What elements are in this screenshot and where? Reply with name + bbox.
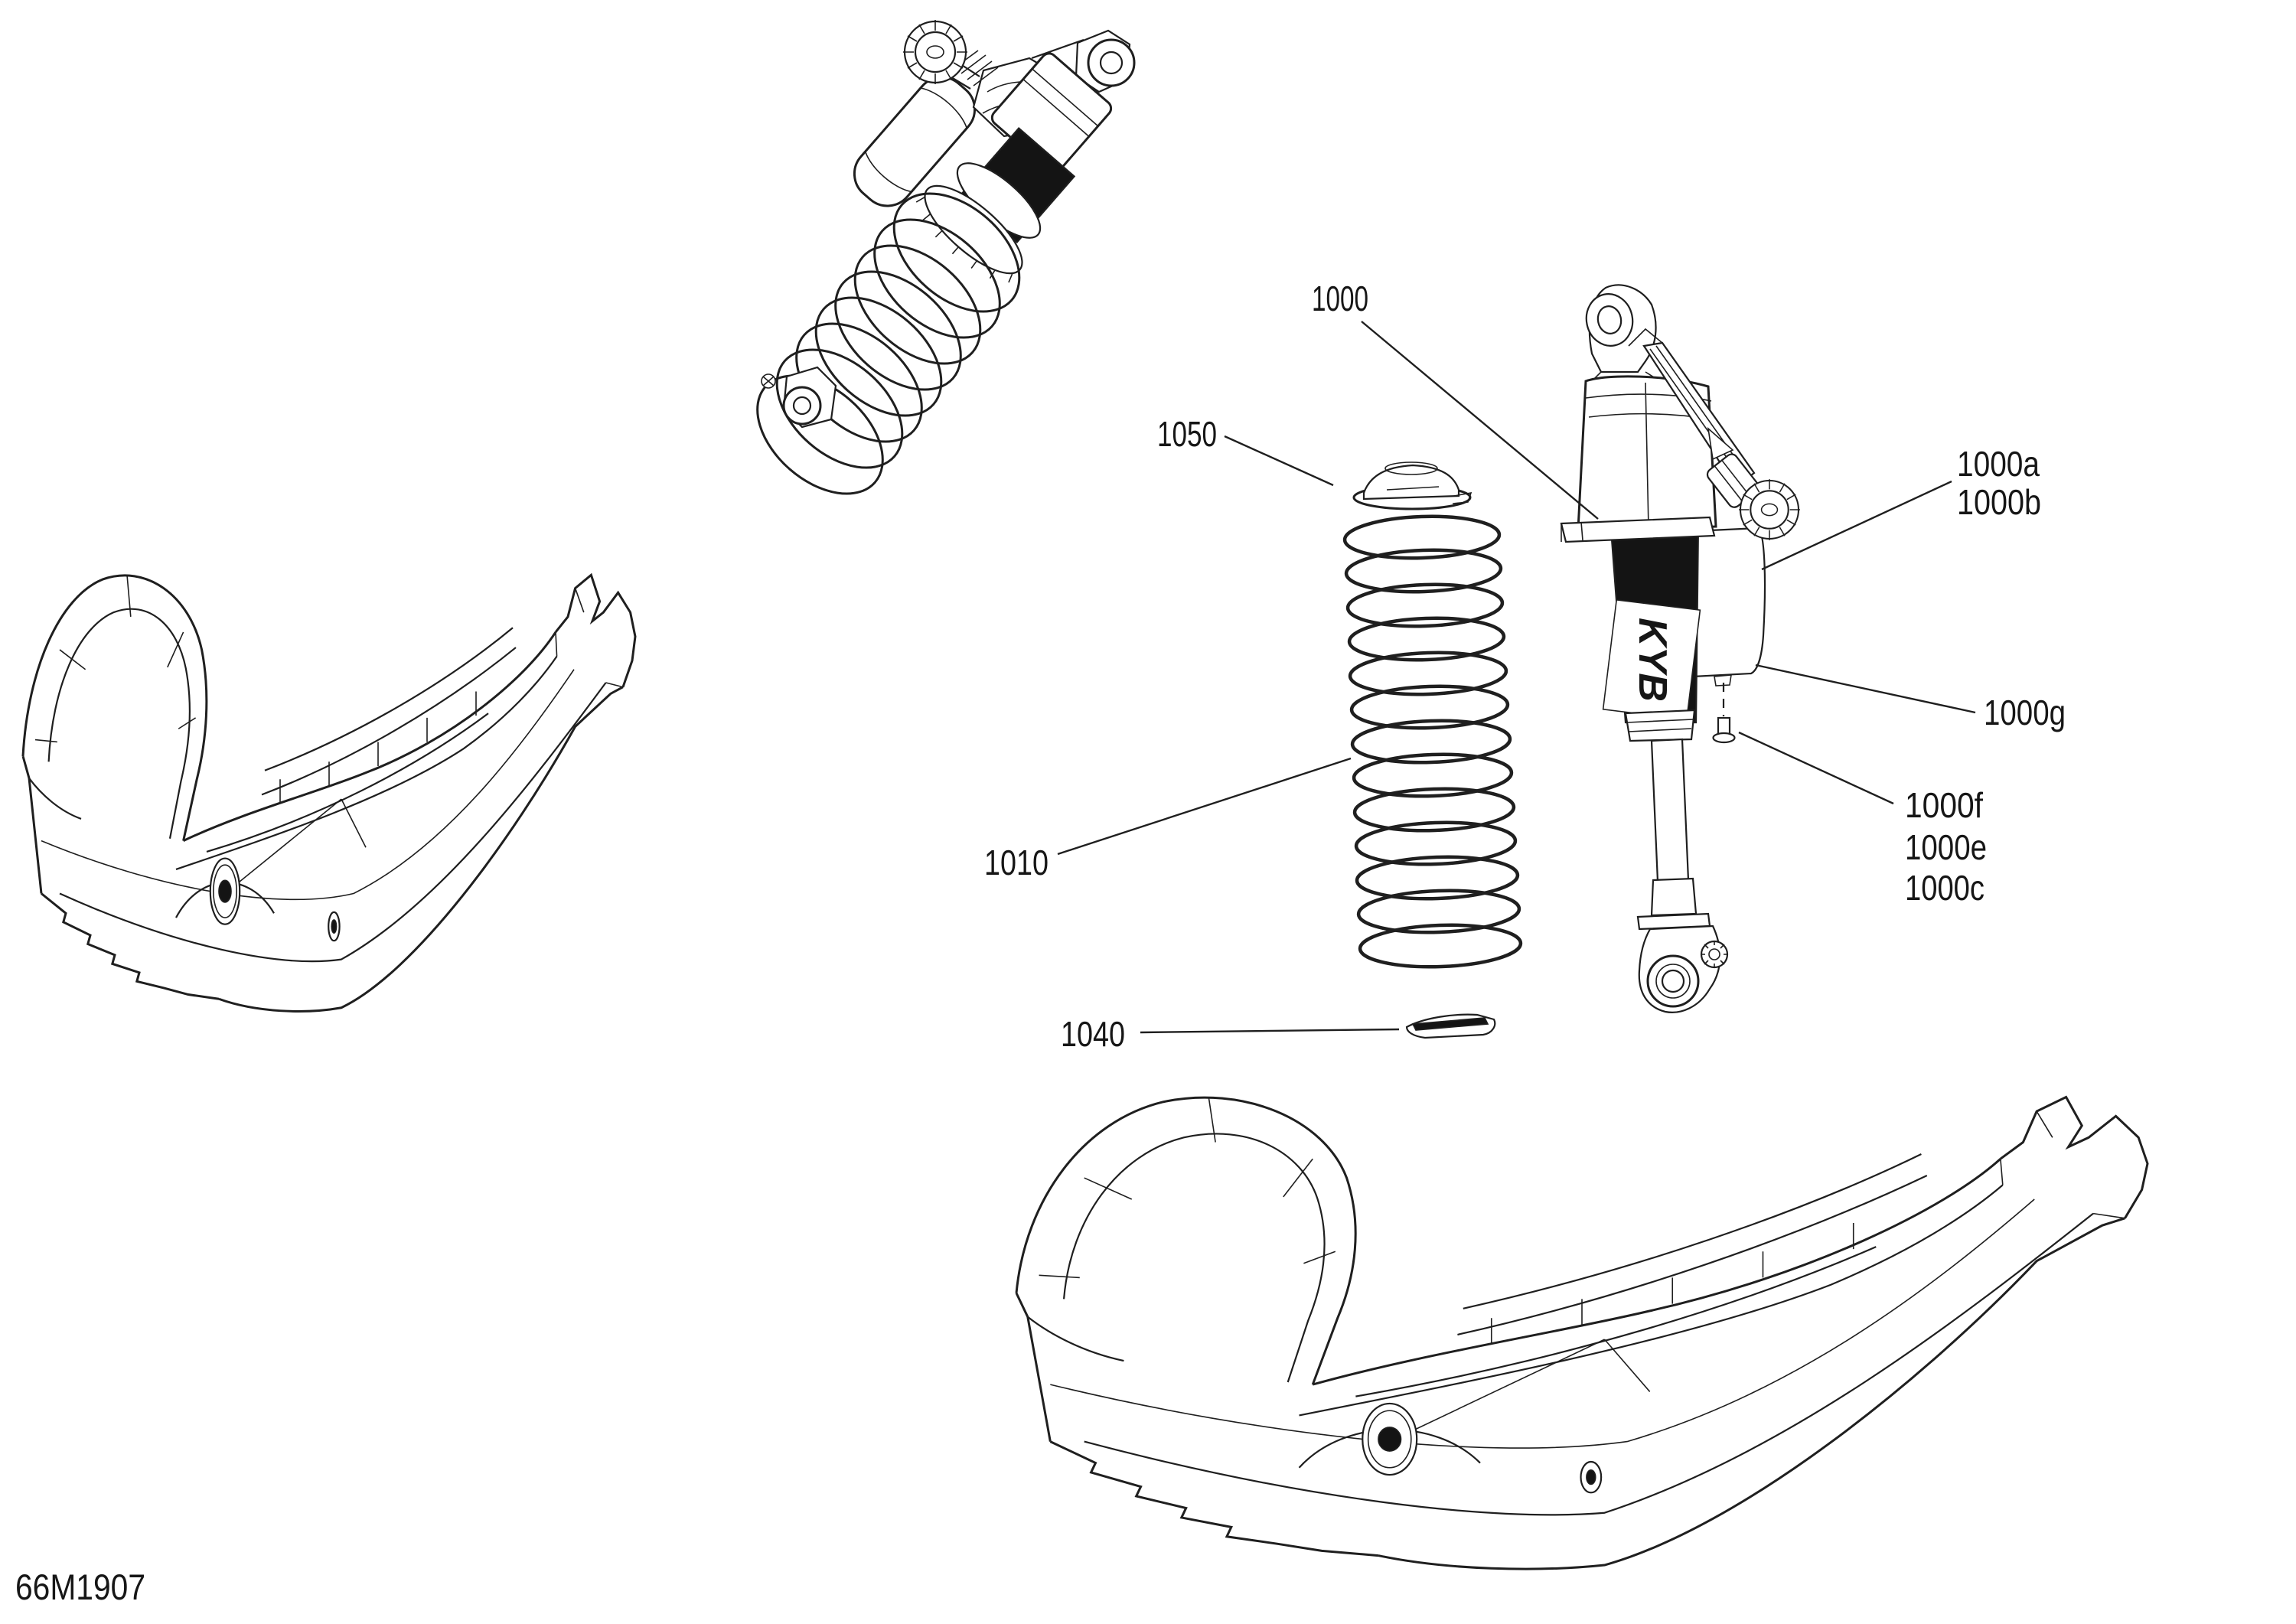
leader-1000fec: [1738, 731, 1894, 805]
callout-1050: 1050: [1157, 414, 1217, 454]
leader-1000: [1361, 321, 1599, 520]
left-ski: [23, 575, 635, 1011]
callout-1010: 1010: [984, 843, 1049, 882]
right-ski: [1016, 1097, 2148, 1570]
spring-cap: [1352, 461, 1473, 510]
leader-1010: [1057, 757, 1352, 856]
spring-stopper: [1405, 1013, 1496, 1039]
callout-1000: 1000: [1312, 279, 1368, 318]
front-shock-assembly: [756, 18, 1136, 495]
front-shock-adjuster-knob-icon: [902, 18, 969, 86]
leader-lines: [1057, 321, 1976, 1034]
callout-1000a: 1000a: [1957, 444, 2040, 484]
leader-1000ab: [1761, 480, 1952, 571]
callout-1040: 1040: [1061, 1014, 1125, 1054]
drawing-code: 66M1907: [15, 1567, 145, 1607]
callout-1000f: 1000f: [1905, 785, 1983, 825]
leader-1040: [1140, 1028, 1400, 1034]
leader-1050: [1224, 435, 1334, 487]
callout-1000e: 1000e: [1905, 827, 1987, 867]
leader-1000g: [1755, 664, 1976, 714]
kyb-logo: KYB: [1630, 618, 1675, 702]
callout-1000b: 1000b: [1957, 482, 2041, 522]
kyb-shock-assembly: KYB: [1560, 284, 1801, 1013]
bleed-screw: [1712, 716, 1736, 744]
callout-1000c: 1000c: [1905, 868, 1985, 908]
main-spring: [1342, 514, 1523, 969]
callout-1000g: 1000g: [1984, 693, 2066, 732]
